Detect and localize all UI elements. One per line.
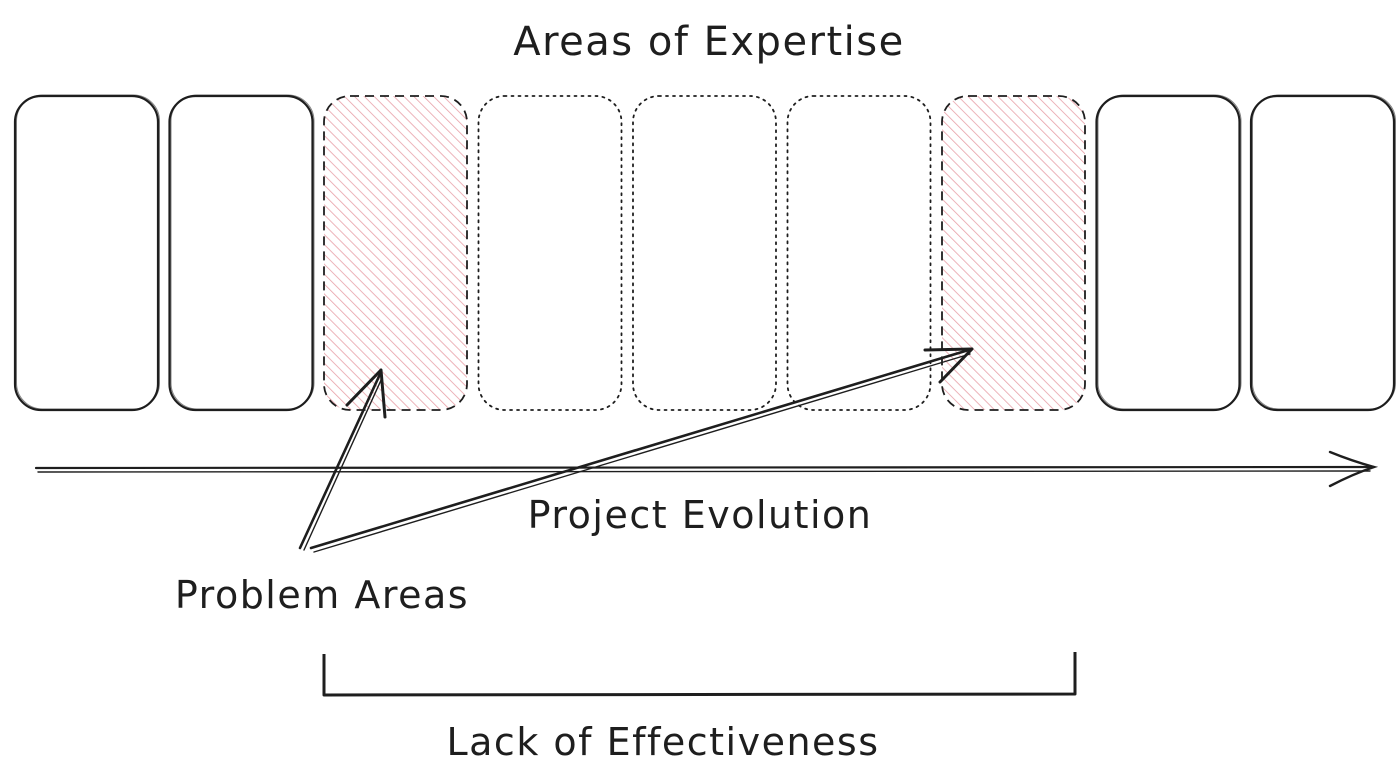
- expertise-area-box: [13, 94, 160, 412]
- expertise-area-box: [632, 95, 777, 411]
- area-box-outline: [1249, 94, 1396, 412]
- area-box-outline: [1095, 94, 1241, 412]
- area-box-outline: [941, 95, 1086, 411]
- area-box-outline: [786, 95, 932, 411]
- area-box-outline: [168, 94, 314, 412]
- expertise-area-box: [1249, 94, 1396, 412]
- diagram-title: Areas of Expertise: [513, 19, 905, 65]
- area-box-outline: [632, 95, 777, 411]
- problem-area-box: [323, 95, 468, 411]
- bracket-label: Lack of Effectiveness: [446, 720, 879, 764]
- area-box-sketch-stroke: [16, 94, 160, 410]
- area-box-outline: [477, 95, 623, 411]
- effectiveness-bracket: [322, 652, 1077, 697]
- area-box-outline: [13, 94, 160, 412]
- expertise-area-box: [786, 95, 932, 411]
- area-box-sketch-stroke: [170, 94, 315, 410]
- project-evolution-arrow: [34, 450, 1379, 488]
- expertise-area-box: [477, 95, 623, 411]
- area-box-sketch-stroke: [1097, 94, 1242, 410]
- expertise-area-box: [1095, 94, 1242, 412]
- timeline-label: Project Evolution: [528, 493, 873, 537]
- area-boxes: [13, 94, 1396, 412]
- problem-area-pointers: [298, 347, 974, 553]
- area-box-sketch-stroke: [1252, 94, 1396, 410]
- problem-area-box: [941, 95, 1086, 411]
- area-box-outline: [323, 95, 468, 411]
- expertise-area-box: [168, 94, 315, 412]
- pointer-arrow-right: [309, 347, 974, 553]
- problem-areas-label: Problem Areas: [175, 573, 469, 617]
- pointer-arrow-left: [298, 368, 387, 551]
